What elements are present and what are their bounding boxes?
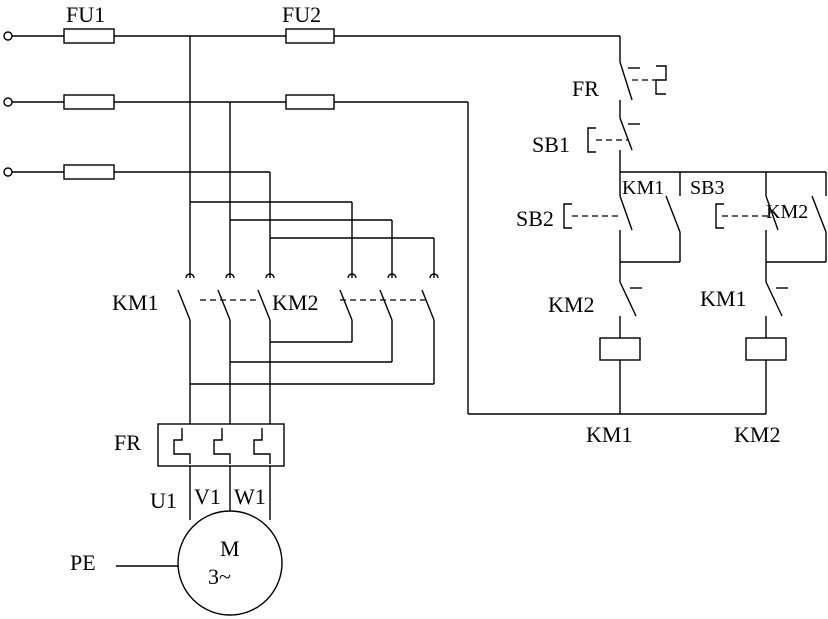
supply-terminals: [3, 31, 13, 177]
label-v1: V1: [194, 484, 221, 509]
fr-actuator: [655, 65, 667, 95]
labels: FU1 FU2 FR SB1 KM1 SB3 SB2 KM2 KM2 KM1 K…: [66, 2, 808, 589]
label-km1-interlock: KM1: [700, 286, 746, 311]
label-sb3: SB3: [690, 177, 724, 199]
label-sb1: SB1: [532, 132, 570, 157]
terminal-l2: [3, 97, 13, 107]
label-motor-3: 3~: [208, 564, 231, 589]
sb2-button-head: [563, 203, 572, 229]
motor-circle: [177, 510, 283, 616]
motor: [116, 510, 283, 616]
label-motor-m: M: [220, 536, 240, 561]
label-km2-coil: KM2: [734, 422, 780, 447]
label-fr-control: FR: [572, 76, 599, 101]
fr-nc-contact: [619, 61, 633, 101]
label-sb2: SB2: [516, 206, 554, 231]
label-km1-coil: KM1: [586, 422, 632, 447]
label-fr-main: FR: [114, 430, 141, 455]
fuse-fu1-l3: [63, 164, 115, 180]
fuse-fu1-l1: [63, 28, 115, 44]
sb1-button-head: [587, 127, 596, 153]
km2-coil: [745, 337, 787, 361]
main-circuit-conductors: [189, 36, 435, 278]
km2-interlock-contact: [619, 281, 637, 317]
label-km1-hold: KM1: [622, 177, 664, 199]
sb1-contact: [619, 117, 633, 151]
fu2-fuses: [285, 28, 335, 110]
km1-coil: [599, 337, 641, 361]
fuse-fu2-a: [285, 28, 335, 44]
label-fu1: FU1: [66, 2, 105, 27]
terminal-l3: [3, 167, 13, 177]
label-km2-interlock: KM2: [548, 292, 594, 317]
main-contacts: [177, 273, 439, 428]
terminal-l1: [3, 31, 13, 41]
label-w1: W1: [234, 484, 266, 509]
label-pe: PE: [70, 550, 96, 575]
sb3-contact: [765, 195, 779, 231]
label-fu2: FU2: [282, 2, 321, 27]
thermal-relay-main: [157, 423, 285, 520]
fuse-fu2-b: [285, 94, 335, 110]
label-km2-main: KM2: [272, 290, 318, 315]
label-km1-main: KM1: [112, 290, 158, 315]
fuse-fu1-l2: [63, 94, 115, 110]
sb3-button-head: [715, 203, 724, 229]
km2-hold-contact: [811, 195, 827, 233]
km1-interlock-contact: [765, 281, 783, 317]
label-u1: U1: [150, 488, 177, 513]
control-circuit: [467, 36, 827, 415]
fu1-fuses: [63, 28, 115, 180]
km1-hold-contact: [665, 195, 681, 233]
sb2-contact: [619, 195, 633, 231]
label-km2-hold: KM2: [766, 201, 808, 223]
fr-box: [157, 423, 285, 467]
